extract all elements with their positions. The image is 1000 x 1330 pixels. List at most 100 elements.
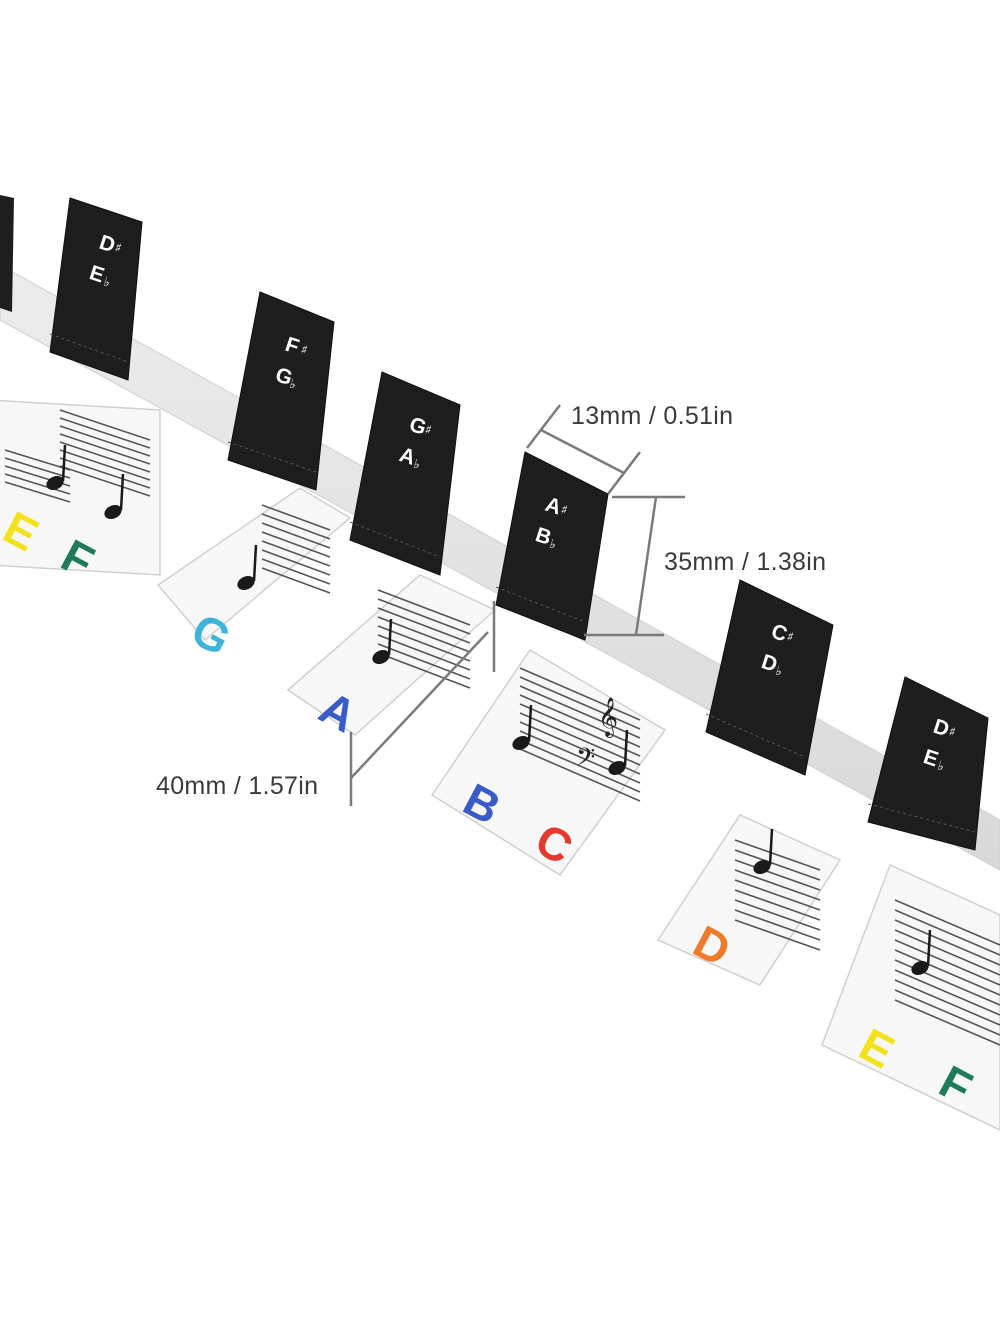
note-head (104, 504, 122, 520)
sharp-note-label: G (406, 413, 429, 440)
staff-line (734, 839, 821, 871)
flat-note-label: D (759, 650, 781, 677)
flat-note-label: G (273, 363, 296, 390)
staff-line (519, 685, 641, 739)
black-key-flap: D♯E♭ (867, 676, 989, 851)
staff-line (377, 598, 471, 635)
staff-line (4, 481, 71, 503)
staff-line (734, 909, 821, 941)
staff-line (377, 616, 471, 653)
staff-line (261, 513, 331, 540)
note-head (237, 575, 255, 591)
note-stem (61, 444, 67, 482)
staff-line (894, 919, 1000, 966)
white-key-card (656, 814, 842, 986)
note-head (372, 649, 390, 665)
flat-note-label: E (87, 261, 107, 287)
note-stem (768, 828, 774, 866)
staff-line (59, 441, 151, 473)
staff-line (519, 730, 641, 784)
staff-line (894, 949, 1000, 996)
bass-clef-icon: 𝄢 (576, 743, 595, 778)
staff-line (894, 979, 1000, 1026)
black-key-flaps: D♯E♭F♯G♭G♯A♭A♯B♭C♯D♭D♯E♭ (49, 197, 989, 851)
note-head (753, 859, 771, 875)
note-stem (387, 618, 393, 656)
staff-line (59, 417, 151, 449)
staff-line (894, 939, 1000, 986)
staff-line (4, 457, 71, 479)
staff-line (59, 465, 151, 497)
staff-line (519, 712, 641, 766)
staff-line (261, 540, 331, 567)
sharp-sign-label: ♯ (299, 343, 310, 359)
flat-sign-label: ♭ (773, 664, 783, 680)
staff-line (261, 549, 331, 576)
note-stem (623, 729, 629, 767)
staff-line (894, 909, 1000, 956)
staff-line (734, 889, 821, 921)
flat-sign-label: ♭ (287, 377, 297, 393)
black-key-flap: D♯E♭ (49, 197, 143, 381)
black-key-flap: F♯G♭ (227, 291, 335, 491)
sharp-sign-label: ♯ (785, 630, 796, 646)
note-stem (252, 544, 258, 582)
staff-line (519, 739, 641, 793)
black-key-flap-partial (0, 195, 14, 312)
sharp-sign-label: ♯ (947, 725, 958, 741)
staff-line (734, 859, 821, 891)
width-dimension-label: 13mm / 0.51in (571, 402, 733, 430)
staff-line (734, 869, 821, 901)
staff-line (377, 634, 471, 671)
flat-sign-label: ♭ (935, 759, 945, 775)
staff-line (261, 567, 331, 594)
flat-note-label: A (397, 443, 419, 470)
black-key-flap: C♯D♭ (705, 579, 834, 776)
flat-note-label: E (921, 745, 941, 771)
staff-line (377, 652, 471, 689)
staff-line (519, 667, 641, 721)
flat-sign-label: ♭ (547, 537, 557, 553)
staff-line (734, 849, 821, 881)
staff-line (894, 999, 1000, 1046)
staff-line (261, 531, 331, 558)
sharp-sign-label: ♯ (559, 503, 570, 519)
sharp-note-label: D (96, 231, 118, 258)
white-key-card (0, 399, 161, 576)
staff-line (377, 589, 471, 626)
staff-line (894, 899, 1000, 946)
staff-line (261, 558, 331, 585)
staff-line (377, 607, 471, 644)
treble-clef-icon: 𝄞 (598, 697, 618, 738)
note-stem (926, 929, 932, 967)
note-head (911, 960, 929, 976)
note-head (512, 735, 530, 751)
staff-line (59, 457, 151, 489)
staff-line (734, 899, 821, 931)
staff-line (59, 409, 151, 441)
white-key-height-label: 40mm / 1.57in (156, 772, 318, 800)
sharp-sign-label: ♯ (113, 241, 124, 257)
staff-line (519, 676, 641, 730)
staff-line (894, 969, 1000, 1016)
note-stem (119, 473, 125, 511)
staff-line (377, 643, 471, 680)
black-key-flap: G♯A♭ (349, 371, 461, 576)
black-key-height-label: 35mm / 1.38in (664, 548, 826, 576)
staff-line (59, 425, 151, 457)
sharp-sign-label: ♯ (423, 423, 434, 439)
staff-line (734, 879, 821, 911)
sharp-note-label: A (542, 493, 564, 520)
staff-line (261, 504, 331, 531)
staff-line (261, 522, 331, 549)
staff-line (734, 919, 821, 951)
note-stem (527, 704, 533, 742)
staff-line (4, 473, 71, 495)
black-key-flap: A♯B♭ (495, 451, 609, 641)
staff-line (59, 449, 151, 481)
staff-line (519, 748, 641, 802)
staff-line (59, 433, 151, 465)
sharp-note-label: C (768, 620, 790, 647)
